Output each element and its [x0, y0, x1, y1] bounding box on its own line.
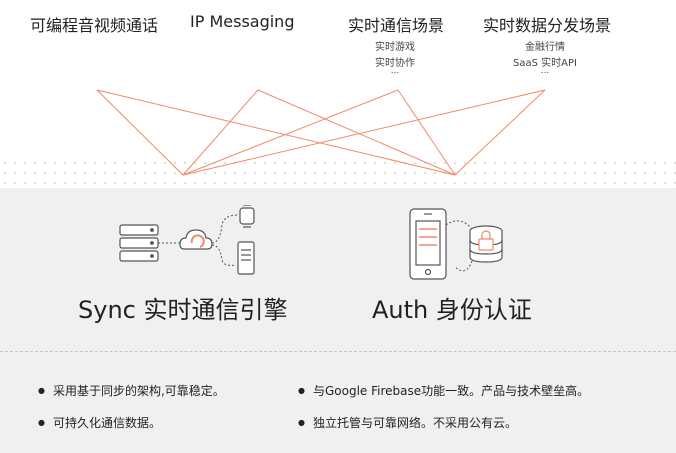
sync-engine-title: Sync 实时通信引擎: [78, 296, 288, 324]
scenario-realtime-comm: 实时通信场景: [348, 16, 445, 35]
sync-architecture-icon: [119, 205, 255, 275]
scenario-item: ...: [390, 66, 400, 76]
divider: [0, 351, 676, 352]
scenario-item: 实时游戏: [375, 42, 415, 53]
scenario-item: 金融行情: [525, 42, 565, 53]
feature-bullet: 独立托管与可靠网络。不采用公有云。: [298, 414, 517, 431]
phone-login-icon: [409, 208, 447, 280]
smartphone-icon: [237, 241, 255, 275]
auth-architecture-icon: [409, 208, 503, 280]
cloud-sync-icon: [179, 229, 213, 250]
connection-line: [397, 89, 456, 176]
connection-line: [182, 89, 259, 176]
scenario-item: SaaS 实时API: [513, 58, 577, 69]
feature-bullet: 采用基于同步的架构,可靠稳定。: [38, 382, 225, 399]
connection-line: [96, 89, 184, 176]
scenario-video-call: 可编程音视频通话: [30, 16, 159, 35]
database-lock-icon: [469, 225, 503, 263]
engine-panel: [0, 188, 676, 453]
connection-lines: [96, 89, 546, 176]
scenario-item: 实时协作: [375, 58, 415, 69]
scenario-realtime-data: 实时数据分发场景: [483, 16, 612, 35]
feature-bullet: 可持久化通信数据。: [38, 414, 161, 431]
connection-line: [454, 89, 546, 176]
feature-bullet: 与Google Firebase功能一致。产品与技术壁垒高。: [298, 382, 589, 399]
server-stack-icon: [119, 224, 159, 262]
scenario-item-ellipsis: ...: [540, 66, 550, 76]
connection-line: [96, 89, 456, 176]
scenario-ip-messaging: IP Messaging: [190, 12, 295, 31]
auth-engine-title: Auth 身份认证: [372, 296, 532, 324]
connection-line: [182, 89, 546, 176]
connection-line: [257, 89, 456, 176]
connection-line: [182, 89, 399, 176]
dot-pattern: [0, 158, 676, 188]
smartwatch-icon: [239, 205, 255, 228]
